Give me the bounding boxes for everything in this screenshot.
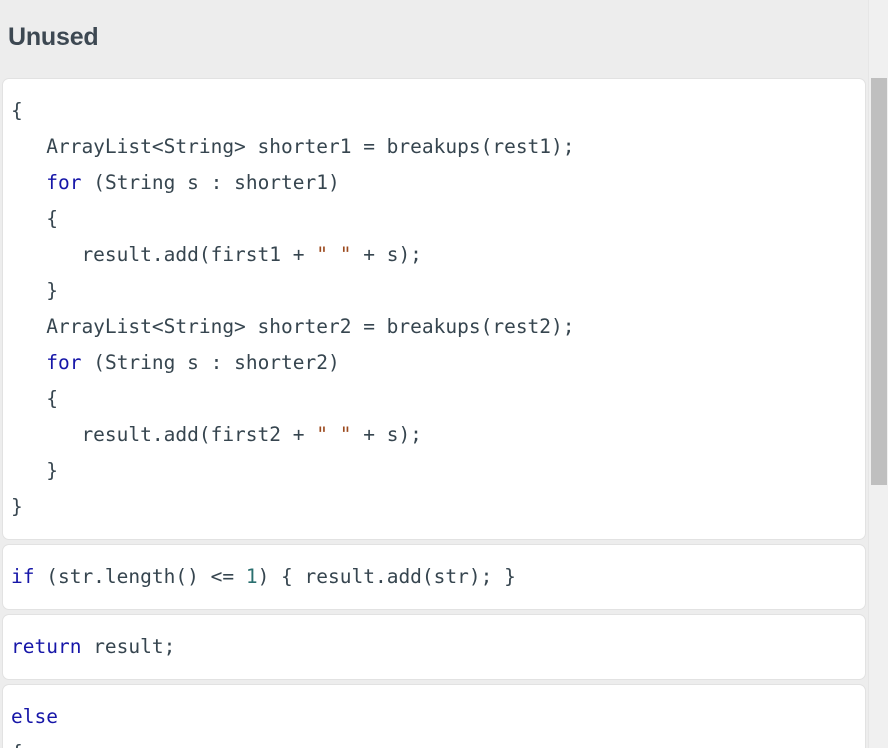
code-token-kw: return (11, 635, 82, 658)
code-token-plain: { (11, 741, 23, 748)
code-token-plain: result.add(first2 + (11, 423, 317, 446)
code-block[interactable]: else { (2, 684, 866, 748)
code-token-kw: for (46, 171, 82, 194)
content-column: Unused { ArrayList<String> shorter1 = br… (0, 23, 868, 748)
code-text: if (str.length() <= 1) { result.add(str)… (11, 559, 855, 595)
code-token-str: " " (316, 243, 352, 266)
code-token-plain: } (11, 495, 23, 518)
code-token-kw: for (46, 351, 82, 374)
code-token-plain: } (11, 459, 58, 482)
code-token-plain (11, 171, 46, 194)
code-token-plain: { (11, 207, 58, 230)
code-block[interactable]: { ArrayList<String> shorter1 = breakups(… (2, 78, 866, 540)
code-token-plain: ArrayList<String> shorter2 = breakups(re… (11, 315, 575, 338)
code-token-plain: (str.length() <= (34, 565, 246, 588)
code-token-num: 1 (245, 565, 258, 588)
code-token-plain: result; (81, 635, 176, 658)
code-token-plain: (String s : shorter2) (81, 351, 340, 374)
code-text: else { (11, 699, 855, 748)
vertical-scrollbar-track[interactable] (868, 0, 888, 748)
code-block[interactable]: return result; (2, 614, 866, 680)
code-text: return result; (11, 629, 855, 665)
code-token-plain: result.add(first1 + (11, 243, 317, 266)
vertical-scrollbar-thumb[interactable] (871, 78, 887, 485)
code-token-kw: if (11, 565, 35, 588)
code-text: { ArrayList<String> shorter1 = breakups(… (11, 93, 855, 525)
code-token-plain: (String s : shorter1) (81, 171, 340, 194)
code-block[interactable]: if (str.length() <= 1) { result.add(str)… (2, 544, 866, 610)
code-token-plain: { (11, 387, 58, 410)
code-token-str: " " (316, 423, 352, 446)
code-token-plain: + s); (351, 423, 422, 446)
code-token-plain (11, 351, 46, 374)
code-token-plain: { (11, 99, 23, 122)
code-token-plain: ) { result.add(str); } (257, 565, 516, 588)
code-token-plain: + s); (351, 243, 422, 266)
code-token-plain: ArrayList<String> shorter1 = breakups(re… (11, 135, 575, 158)
page-title: Unused (8, 23, 99, 51)
code-token-kw: else (11, 705, 58, 728)
code-block-list: { ArrayList<String> shorter1 = breakups(… (0, 78, 868, 748)
code-token-plain: } (11, 279, 58, 302)
